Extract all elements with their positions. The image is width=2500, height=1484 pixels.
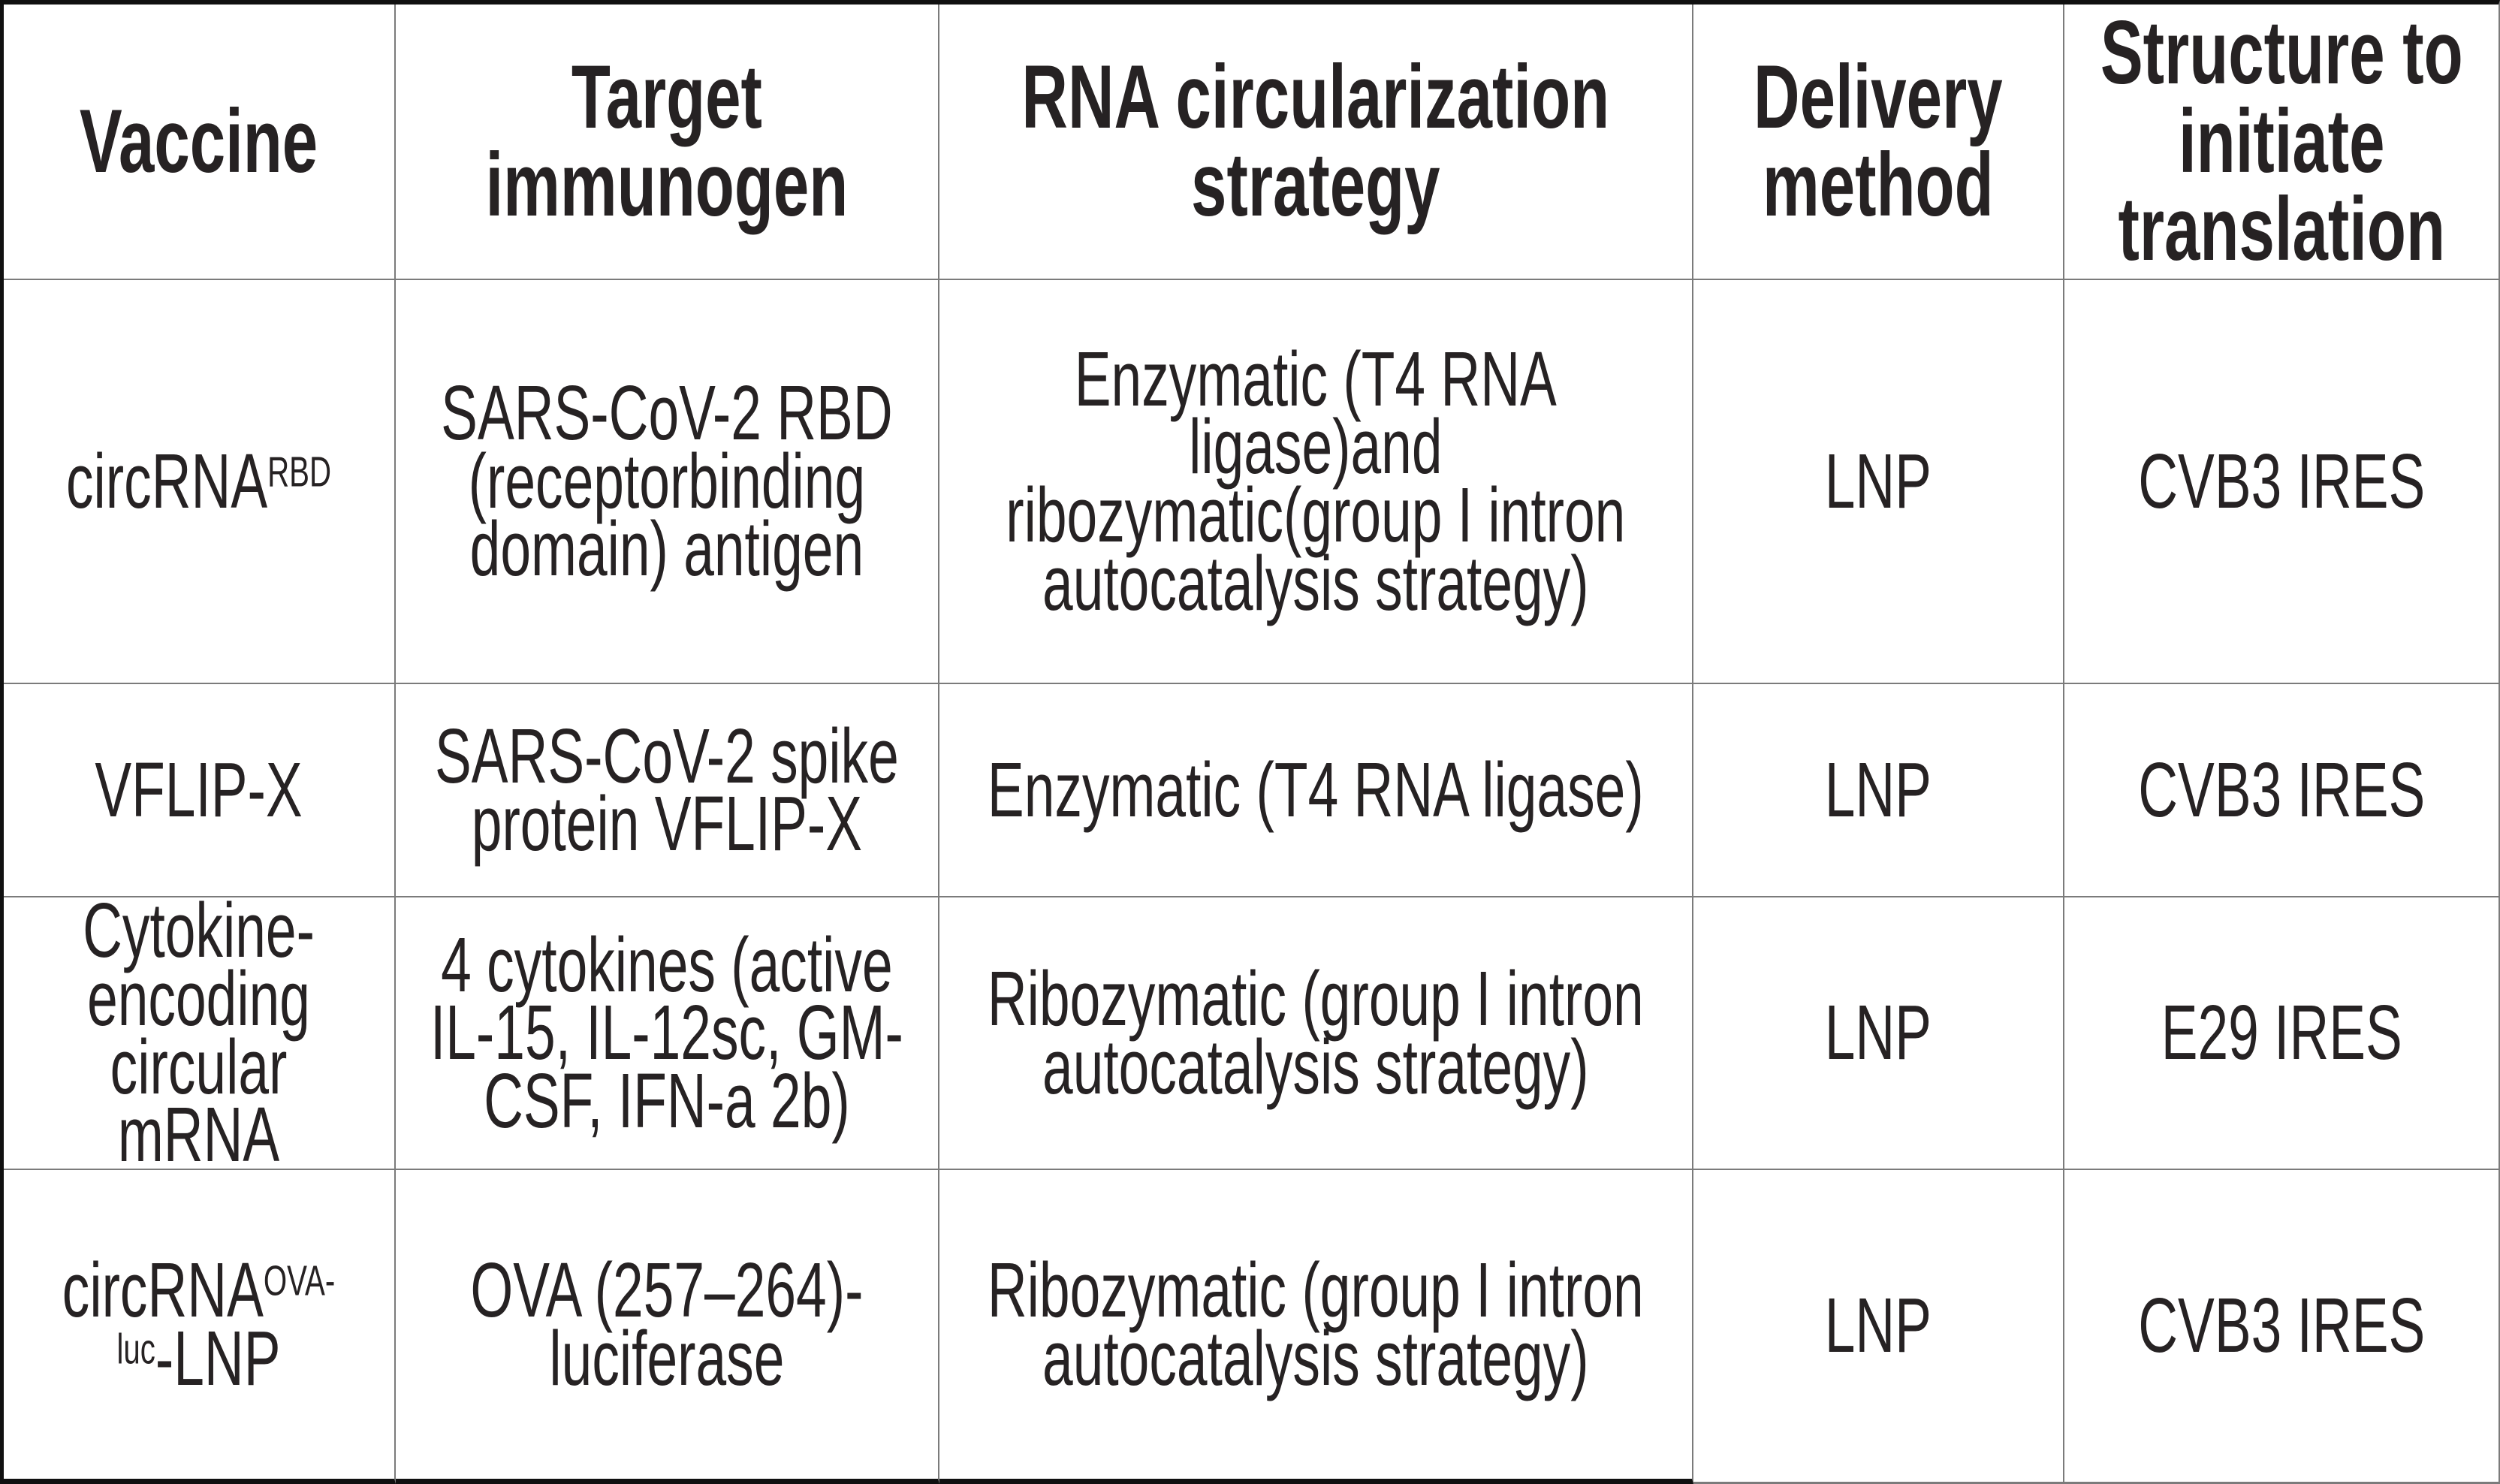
delivery-text: LNP xyxy=(1825,437,1932,524)
header-label: Structure to initiate translation xyxy=(2100,5,2463,280)
structure-text: E29 IRES xyxy=(2161,989,2402,1076)
cell-structure-row4: CVB3 IRES xyxy=(2064,1170,2498,1484)
cell-strategy-row1: Enzymatic (T4 RNA ligase)and ribozymatic… xyxy=(939,279,1694,685)
cell-structure-row2: CVB3 IRES xyxy=(2064,684,2498,898)
strategy-text: Enzymatic (T4 RNA ligase) xyxy=(988,746,1644,833)
cell-strategy-row4: Ribozymatic (group I intron autocatalysi… xyxy=(939,1170,1694,1484)
target-immunogen-text: SARS-CoV-2 spike protein VFLIP-X xyxy=(434,712,899,867)
header-label: Target immunogen xyxy=(485,46,849,236)
cell-delivery-row4: LNP xyxy=(1693,1170,2065,1484)
structure-text: CVB3 IRES xyxy=(2138,746,2426,833)
header-cell-translation-structure: Structure to initiate translation xyxy=(2064,5,2498,280)
delivery-text: LNP xyxy=(1825,746,1932,833)
cell-structure-row3: E29 IRES xyxy=(2064,897,2498,1171)
target-immunogen-text: OVA (257–264)- luciferase xyxy=(470,1246,864,1401)
cell-strategy-row2: Enzymatic (T4 RNA ligase) xyxy=(939,684,1694,898)
header-cell-vaccine: Vaccine xyxy=(4,5,396,280)
cell-target-immunogen-row4: OVA (257–264)- luciferase xyxy=(395,1170,939,1484)
cell-target-immunogen-row3: 4 cytokines (active IL-15, IL-12sc, GM- … xyxy=(395,897,939,1171)
cell-vaccine-row2: VFLIP-X xyxy=(4,684,396,898)
delivery-text: LNP xyxy=(1825,989,1932,1076)
cell-delivery-row3: LNP xyxy=(1693,897,2065,1171)
strategy-text: Enzymatic (T4 RNA ligase)and ribozymatic… xyxy=(1006,335,1626,626)
header-cell-circularization-strategy: RNA circularization strategy xyxy=(939,5,1694,280)
header-cell-target-immunogen: Target immunogen xyxy=(395,5,939,280)
cell-strategy-row3: Ribozymatic (group I intron autocatalysi… xyxy=(939,897,1694,1171)
strategy-text: Ribozymatic (group I intron autocatalysi… xyxy=(988,1246,1644,1401)
cell-delivery-row1: LNP xyxy=(1693,279,2065,685)
structure-text: CVB3 IRES xyxy=(2138,1282,2426,1369)
strategy-text: Ribozymatic (group I intron autocatalysi… xyxy=(988,955,1644,1110)
cell-vaccine-row4: circRNAOVA-luc-LNP xyxy=(4,1170,396,1484)
cell-delivery-row2: LNP xyxy=(1693,684,2065,898)
vaccine-name: VFLIP-X xyxy=(95,746,303,833)
structure-text: CVB3 IRES xyxy=(2138,437,2426,524)
cell-target-immunogen-row2: SARS-CoV-2 spike protein VFLIP-X xyxy=(395,684,939,898)
vaccine-name: circRNARBD xyxy=(66,437,332,524)
cell-structure-row1: CVB3 IRES xyxy=(2064,280,2498,685)
cell-target-immunogen-row1: SARS-CoV-2 RBD (receptorbinding domain) … xyxy=(395,279,939,685)
header-label: Vaccine xyxy=(80,90,318,192)
header-cell-delivery-method: Delivery method xyxy=(1693,5,2065,280)
target-immunogen-text: SARS-CoV-2 RBD (receptorbinding domain) … xyxy=(441,369,893,593)
target-immunogen-text: 4 cytokines (active IL-15, IL-12sc, GM- … xyxy=(430,921,903,1144)
cell-vaccine-row1: circRNARBD xyxy=(4,279,396,685)
vaccine-name: circRNAOVA-luc-LNP xyxy=(62,1246,336,1401)
delivery-text: LNP xyxy=(1825,1282,1932,1369)
header-label: Delivery method xyxy=(1754,46,2004,236)
header-label: RNA circularization strategy xyxy=(1021,46,1610,236)
